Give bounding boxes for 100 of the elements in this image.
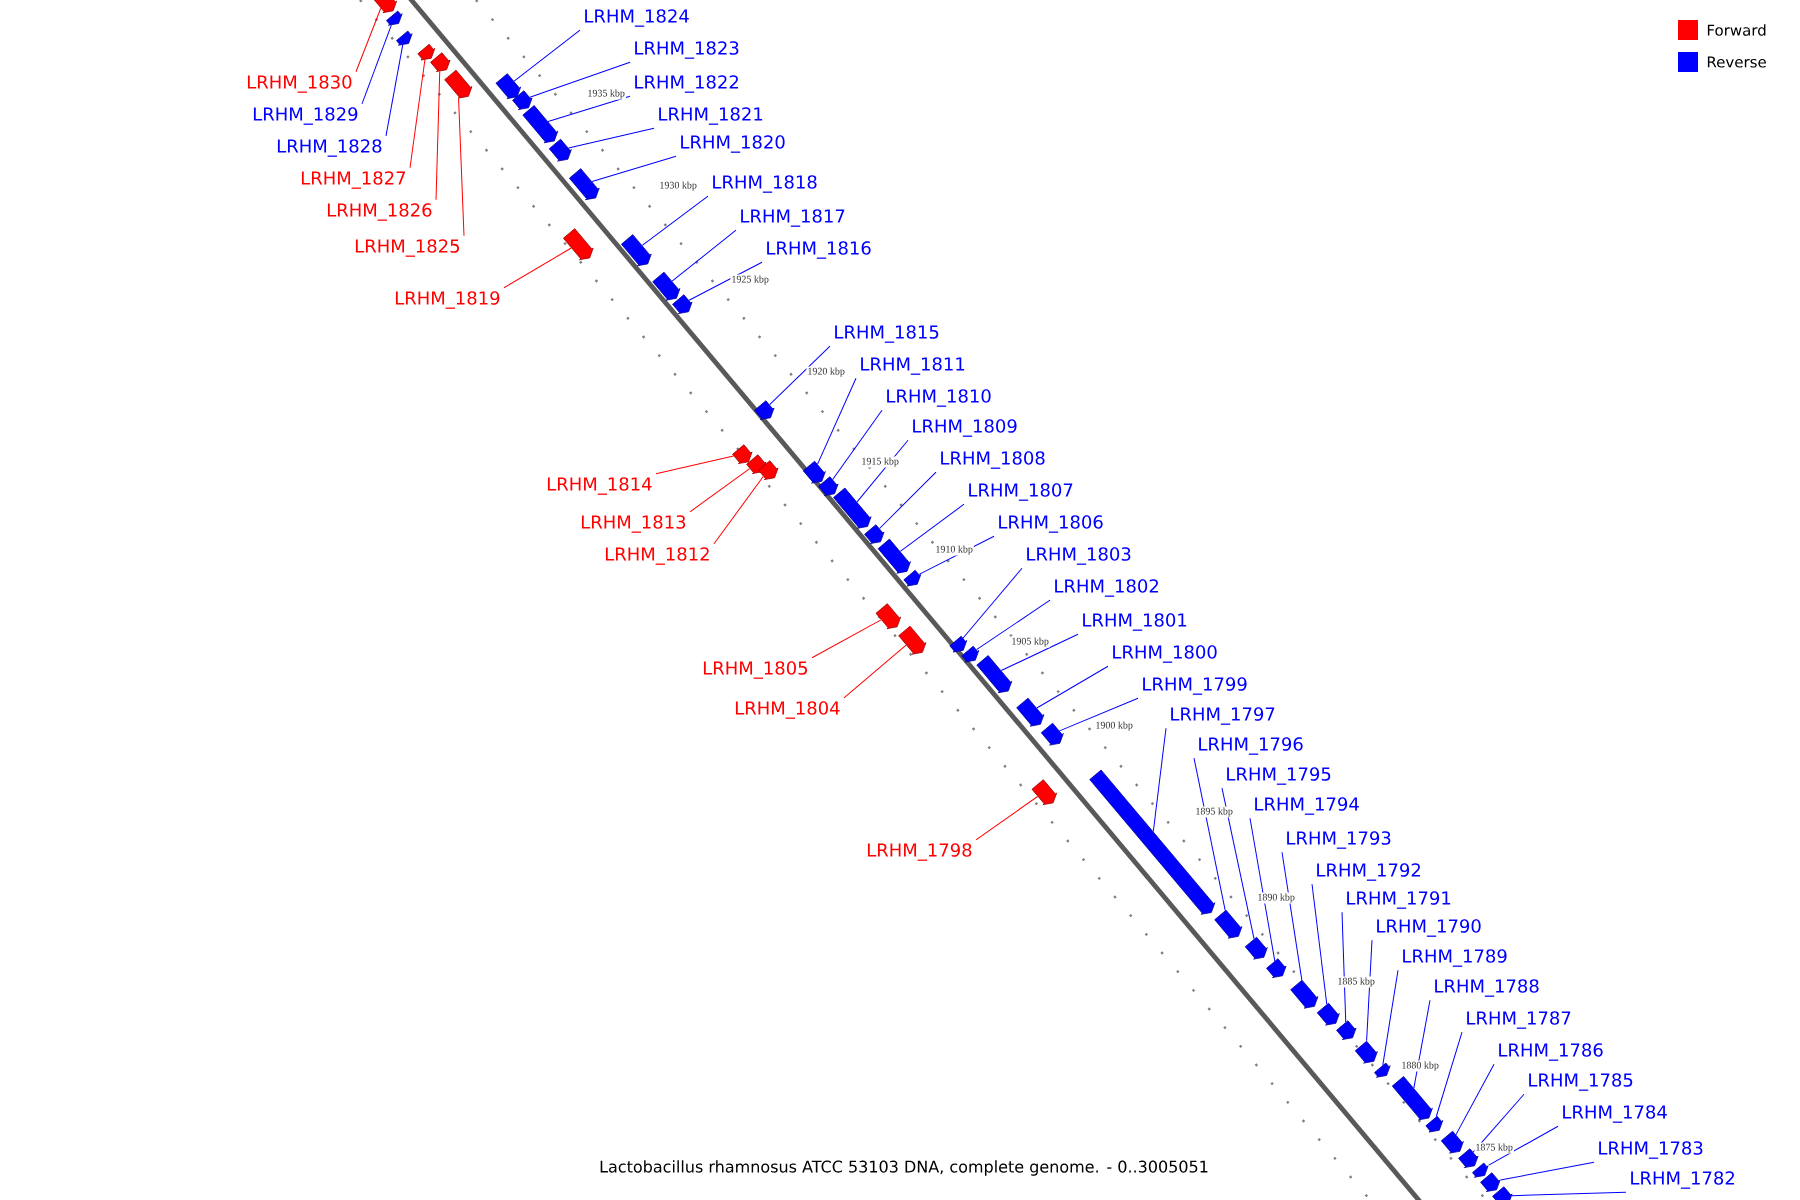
gene-label: LRHM_1790 [1377,919,1481,937]
gene-block [1040,722,1064,746]
gene-label: LRHM_1809 [913,419,1017,437]
gene-label: LRHM_1826 [327,203,432,221]
gene-block [949,635,968,653]
gene-block [512,90,533,110]
leader-line [769,345,831,406]
gene-block [1440,1130,1464,1154]
leader-line [1152,727,1167,832]
leader-line [811,619,882,659]
gene-label: LRHM_1813 [581,515,686,533]
gene-label: LRHM_1829 [253,107,358,125]
gene-label: LRHM_1783 [1599,1141,1703,1159]
gene-label: LRHM_1803 [1027,547,1131,565]
gene-label: LRHM_1793 [1287,831,1391,849]
gene-block [1266,958,1287,978]
leader-line [1036,665,1109,709]
gene-block [732,444,753,464]
gene-label: LRHM_1807 [969,483,1073,501]
leader-line [689,468,751,513]
leader-line [591,155,677,183]
gene-block [875,603,902,630]
gene-block [522,105,559,144]
gene-block [1336,1020,1357,1040]
leader-line [641,195,709,246]
leader-line [547,95,631,122]
leader-line [1382,969,1399,1066]
gene-label: LRHM_1792 [1317,863,1420,881]
leader-line [899,503,965,552]
gene-block [1492,1186,1513,1200]
leader-line [361,24,392,105]
leader-line [918,535,995,575]
gene-label: LRHM_1801 [1083,613,1187,631]
leader-line [1472,1093,1525,1153]
gene-block [396,30,413,46]
gene-label: LRHM_1827 [301,171,406,189]
gene-block [864,524,885,544]
gene-block [1214,909,1243,939]
leader-line [1311,883,1328,1005]
gene-block [898,625,927,655]
gene-block [1031,779,1058,806]
gene-label: LRHM_1782 [1631,1171,1735,1189]
gene-label: LRHM_1820 [681,135,785,153]
gene-block [430,52,451,72]
gene-label: LRHM_1824 [585,9,689,27]
gene-label: LRHM_1825 [355,239,459,257]
gene-block [833,487,872,529]
leader-line [1366,939,1373,1042]
leader-line [1221,787,1255,940]
gene-block [1472,1162,1489,1178]
gene-block [621,234,652,267]
gene-label: LRHM_1808 [941,451,1045,469]
leader-line [713,476,764,545]
gene-block [569,168,600,201]
leader-line [879,471,937,529]
leader-line [529,61,631,98]
leader-line [385,44,404,137]
gene-label: LRHM_1797 [1171,707,1275,725]
gene-block [1354,1040,1378,1064]
gene-label: LRHM_1800 [1113,645,1217,663]
gene-block [1016,697,1045,727]
leader-line [1455,1063,1495,1136]
leader-line [1488,1125,1559,1166]
gene-block [1244,936,1268,960]
leader-line [1500,1161,1595,1181]
leader-line [1435,1031,1463,1117]
leader-line [1281,851,1303,981]
gene-block [548,138,572,162]
gene-label: LRHM_1798 [867,843,972,861]
gene-label: LRHM_1810 [887,389,991,407]
leader-line [1193,757,1226,911]
gene-label: LRHM_1821 [659,107,763,125]
gene-block [976,655,1013,694]
gene-label: LRHM_1796 [1199,737,1303,755]
gene-label: LRHM_1816 [767,241,871,259]
leader-line [1249,817,1276,962]
gene-block [802,460,826,484]
gene-block [1316,1002,1340,1026]
gene-block [1480,1172,1501,1192]
gene-block [1290,979,1319,1009]
gene-block [961,645,980,663]
gene-block [903,569,922,587]
gene-block [746,454,767,474]
gene-label: LRHM_1785 [1529,1073,1633,1091]
leader-line [1059,697,1139,732]
gene-block [754,400,775,420]
leader-line [962,567,1023,639]
leader-line [409,59,426,169]
gene-label: LRHM_1806 [999,515,1103,533]
gene-label: LRHM_1830 [247,75,352,93]
leader-line [832,409,883,480]
gene-block [818,476,839,496]
gene-label: LRHM_1804 [735,701,840,719]
gene-label: LRHM_1789 [1403,949,1507,967]
leader-line [655,455,734,475]
gene-block [1458,1148,1479,1168]
gene-block [495,73,522,100]
gene-label: LRHM_1823 [635,41,739,59]
leader-line [568,127,655,149]
leader-line [817,377,857,465]
